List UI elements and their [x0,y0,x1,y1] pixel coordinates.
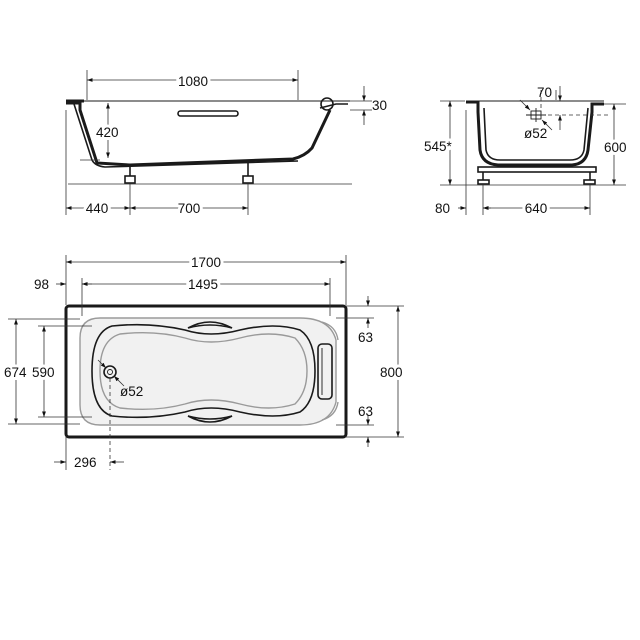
dim-end-80: 80 [435,201,450,216]
dim-plan-98: 98 [34,277,49,292]
end-tub-inner [483,107,589,161]
dim-plan-o52: ø52 [120,384,143,399]
dim-plan-296: 296 [74,455,97,470]
plan-headrest [317,343,333,400]
side-leg-right [242,162,254,184]
end-tub-outline [466,100,604,167]
side-overflow-knob [320,97,334,111]
dim-side-1080: 1080 [178,74,208,89]
dim-plan-800: 800 [380,365,403,380]
side-handle-slot [177,110,239,117]
end-base-frame [477,166,597,185]
plan-handle-top [187,321,233,329]
dim-end-600: 600 [604,140,627,155]
plan-outer-rim [64,304,348,439]
dim-plan-1495: 1495 [188,277,218,292]
dim-end-545: 545* [424,139,453,154]
dim-plan-674: 674 [4,365,27,380]
dim-plan-1700: 1700 [191,255,221,270]
dim-side-30: 30 [372,98,387,113]
dim-side-700: 700 [178,201,201,216]
end-view: 70 ø52 545* 600 80 640 [421,85,630,219]
side-tub-outline [66,101,332,167]
side-view: 1080 30 420 440 700 [65,70,387,219]
plan-handle-bottom [187,415,233,423]
plan-inner-basin-outer [79,317,337,426]
plan-view: 1700 1495 98 674 590 ø52 800 63 [1,252,406,470]
dim-plan-590: 590 [32,365,55,380]
dim-plan-63-bottom: 63 [358,404,373,419]
side-headrest [319,103,348,109]
dim-end-640: 640 [525,201,548,216]
dim-side-440: 440 [86,201,109,216]
dim-side-420: 420 [96,125,119,140]
side-leg-left [124,165,136,184]
dim-plan-63-top: 63 [358,330,373,345]
plan-inner-basin [91,323,316,419]
dim-end-70: 70 [537,85,552,100]
dim-end-o52: ø52 [524,126,547,141]
